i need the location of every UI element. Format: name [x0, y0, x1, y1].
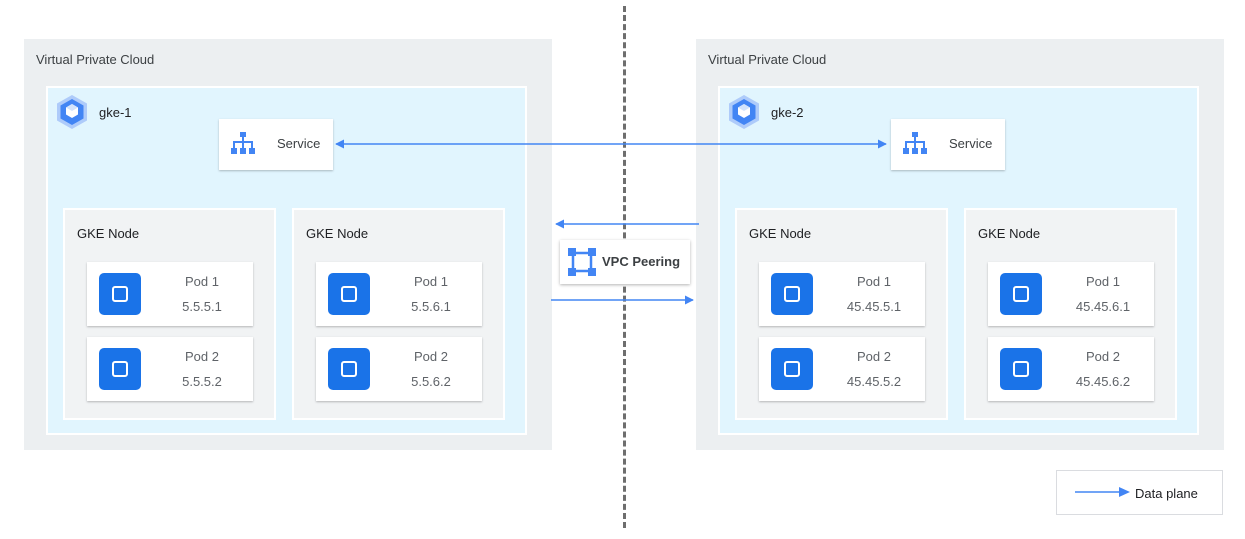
pod-card: Pod 2 45.45.5.2 — [759, 337, 925, 401]
pod-name: Pod 1 — [185, 274, 219, 289]
cluster-gke-1: gke-1 Service GKE Node Pod 1 5.5.5.1 — [46, 86, 527, 435]
legend: Data plane — [1056, 470, 1223, 515]
vpc-peering-label: VPC Peering — [602, 254, 681, 269]
cluster-name: gke-1 — [99, 105, 132, 120]
pod-icon — [1000, 273, 1042, 315]
pod-card: Pod 2 5.5.5.2 — [87, 337, 253, 401]
pod-name: Pod 1 — [1086, 274, 1120, 289]
service-box: Service — [891, 119, 1005, 170]
vpc-title: Virtual Private Cloud — [36, 52, 155, 67]
pod-name: Pod 1 — [857, 274, 891, 289]
pod-name: Pod 1 — [414, 274, 448, 289]
load-balancer-icon — [903, 132, 927, 154]
node-title: GKE Node — [978, 226, 1041, 241]
pod-card: Pod 1 45.45.6.1 — [988, 262, 1154, 326]
cluster-gke-2: gke-2 Service GKE Node Pod 1 45.45.5.1 — [718, 86, 1199, 435]
legend-label: Data plane — [1135, 486, 1198, 501]
pod-ip: 45.45.6.1 — [1075, 299, 1131, 314]
gke-cluster-icon — [57, 95, 87, 129]
pod-name: Pod 2 — [185, 349, 219, 364]
node-title: GKE Node — [77, 226, 140, 241]
pod-ip: 5.5.6.1 — [411, 299, 451, 314]
service-label: Service — [949, 136, 993, 151]
pod-ip: 45.45.5.2 — [846, 374, 902, 389]
gke-cluster-icon — [729, 95, 759, 129]
service-label: Service — [277, 136, 321, 151]
pod-icon — [771, 348, 813, 390]
pod-icon — [1000, 348, 1042, 390]
pod-card: Pod 2 5.5.6.2 — [316, 337, 482, 401]
service-box: Service — [219, 119, 333, 170]
gke-node: GKE Node Pod 1 45.45.5.1 Pod 2 45.45.5.2 — [735, 208, 948, 420]
pod-card: Pod 1 5.5.6.1 — [316, 262, 482, 326]
pod-card: Pod 2 45.45.6.2 — [988, 337, 1154, 401]
pod-ip: 45.45.5.1 — [846, 299, 902, 314]
cluster-name: gke-2 — [771, 105, 804, 120]
pod-icon — [328, 348, 370, 390]
pod-ip: 45.45.6.2 — [1075, 374, 1131, 389]
pod-name: Pod 2 — [857, 349, 891, 364]
pod-icon — [99, 348, 141, 390]
pod-icon — [771, 273, 813, 315]
node-title: GKE Node — [306, 226, 369, 241]
gke-node: GKE Node Pod 1 5.5.6.1 Pod 2 5.5.6.2 — [292, 208, 505, 420]
pod-ip: 5.5.6.2 — [411, 374, 451, 389]
vpc-title: Virtual Private Cloud — [708, 52, 827, 67]
vpc-right: Virtual Private Cloud gke-2 Service — [696, 39, 1224, 450]
pod-ip: 5.5.5.2 — [182, 374, 222, 389]
vpc-peering-icon — [568, 248, 596, 276]
vpc-peering-box: VPC Peering — [560, 240, 690, 284]
gke-node: GKE Node Pod 1 5.5.5.1 Pod 2 5.5.5.2 — [63, 208, 276, 420]
pod-name: Pod 2 — [1086, 349, 1120, 364]
pod-card: Pod 1 5.5.5.1 — [87, 262, 253, 326]
gke-node: GKE Node Pod 1 45.45.6.1 Pod 2 45.45.6.2 — [964, 208, 1177, 420]
load-balancer-icon — [231, 132, 255, 154]
vpc-left: Virtual Private Cloud gke-1 Service — [24, 39, 552, 450]
pod-icon — [328, 273, 370, 315]
data-plane-arrow-icon — [1075, 487, 1130, 497]
pod-card: Pod 1 45.45.5.1 — [759, 262, 925, 326]
pod-name: Pod 2 — [414, 349, 448, 364]
pod-icon — [99, 273, 141, 315]
node-title: GKE Node — [749, 226, 812, 241]
pod-ip: 5.5.5.1 — [182, 299, 222, 314]
